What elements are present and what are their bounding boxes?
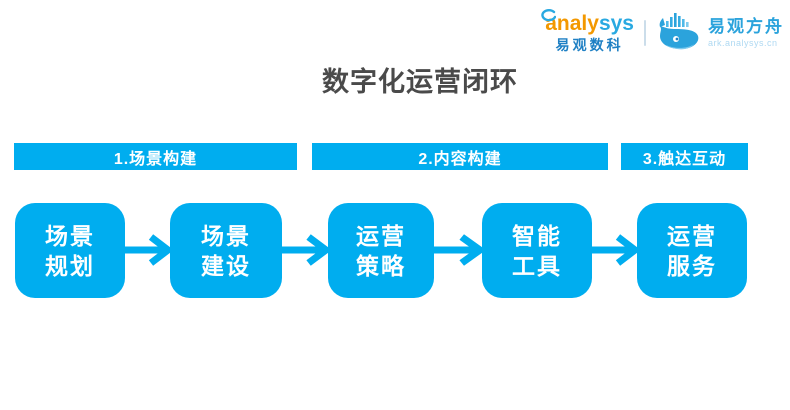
step-box-line2: 策略 [356, 252, 406, 279]
step-box-intelligent-tools: 智能 工具 [482, 203, 592, 298]
flow-arrow-icon [282, 230, 328, 270]
step-box-line1: 运营 [356, 222, 406, 249]
step-box-line1: 场景 [45, 222, 95, 249]
step-box-line2: 服务 [667, 252, 717, 279]
page-title: 数字化运营闭环 [322, 67, 518, 97]
step-box-scene-planning: 场景 规划 [15, 203, 125, 298]
step-box-operation-service: 运营 服务 [637, 203, 747, 298]
analysys-swirl-a-icon: a [541, 8, 557, 34]
stage-bar-label: 3.触达互动 [642, 150, 727, 168]
stage-bar-label: 1.场景构建 [113, 150, 198, 168]
step-box-line2: 工具 [512, 252, 562, 279]
flow-arrow-icon [125, 230, 170, 270]
ark-url: ark.analysys.cn [708, 37, 778, 48]
wordmark-mid: naly [556, 12, 599, 35]
ark-logo-text: 易观方舟 ark.analysys.cn [708, 18, 784, 48]
step-box-operation-strategy: 运营 策略 [328, 203, 434, 298]
step-box-line1: 运营 [667, 222, 717, 249]
whale-icon [656, 8, 702, 57]
step-box-scene-construction: 场景 建设 [170, 203, 282, 298]
analysys-logo: analysys 易观数科 [541, 8, 634, 53]
step-box-line1: 智能 [512, 222, 562, 249]
logo-divider [644, 19, 646, 46]
ark-logo: 易观方舟 ark.analysys.cn [656, 8, 784, 57]
stage-bar-reach-interaction: 3.触达互动 [621, 143, 748, 170]
ark-product-name: 易观方舟 [708, 16, 784, 36]
analysys-cn-name: 易观数科 [555, 37, 624, 53]
wordmark-suffix: sys [598, 12, 634, 35]
step-box-line1: 场景 [201, 222, 251, 249]
analysys-wordmark: analysys [541, 8, 634, 35]
step-box-line2: 建设 [201, 252, 251, 279]
flow-arrow-icon [592, 230, 637, 270]
stage-bar-content-building: 2.内容构建 [312, 143, 608, 170]
flow-arrow-icon [434, 230, 482, 270]
stage-bar-label: 2.内容构建 [418, 150, 502, 168]
header-branding: analysys 易观数科 [541, 8, 784, 57]
stage-bar-scene-building: 1.场景构建 [14, 143, 297, 170]
step-box-line2: 规划 [45, 252, 95, 279]
